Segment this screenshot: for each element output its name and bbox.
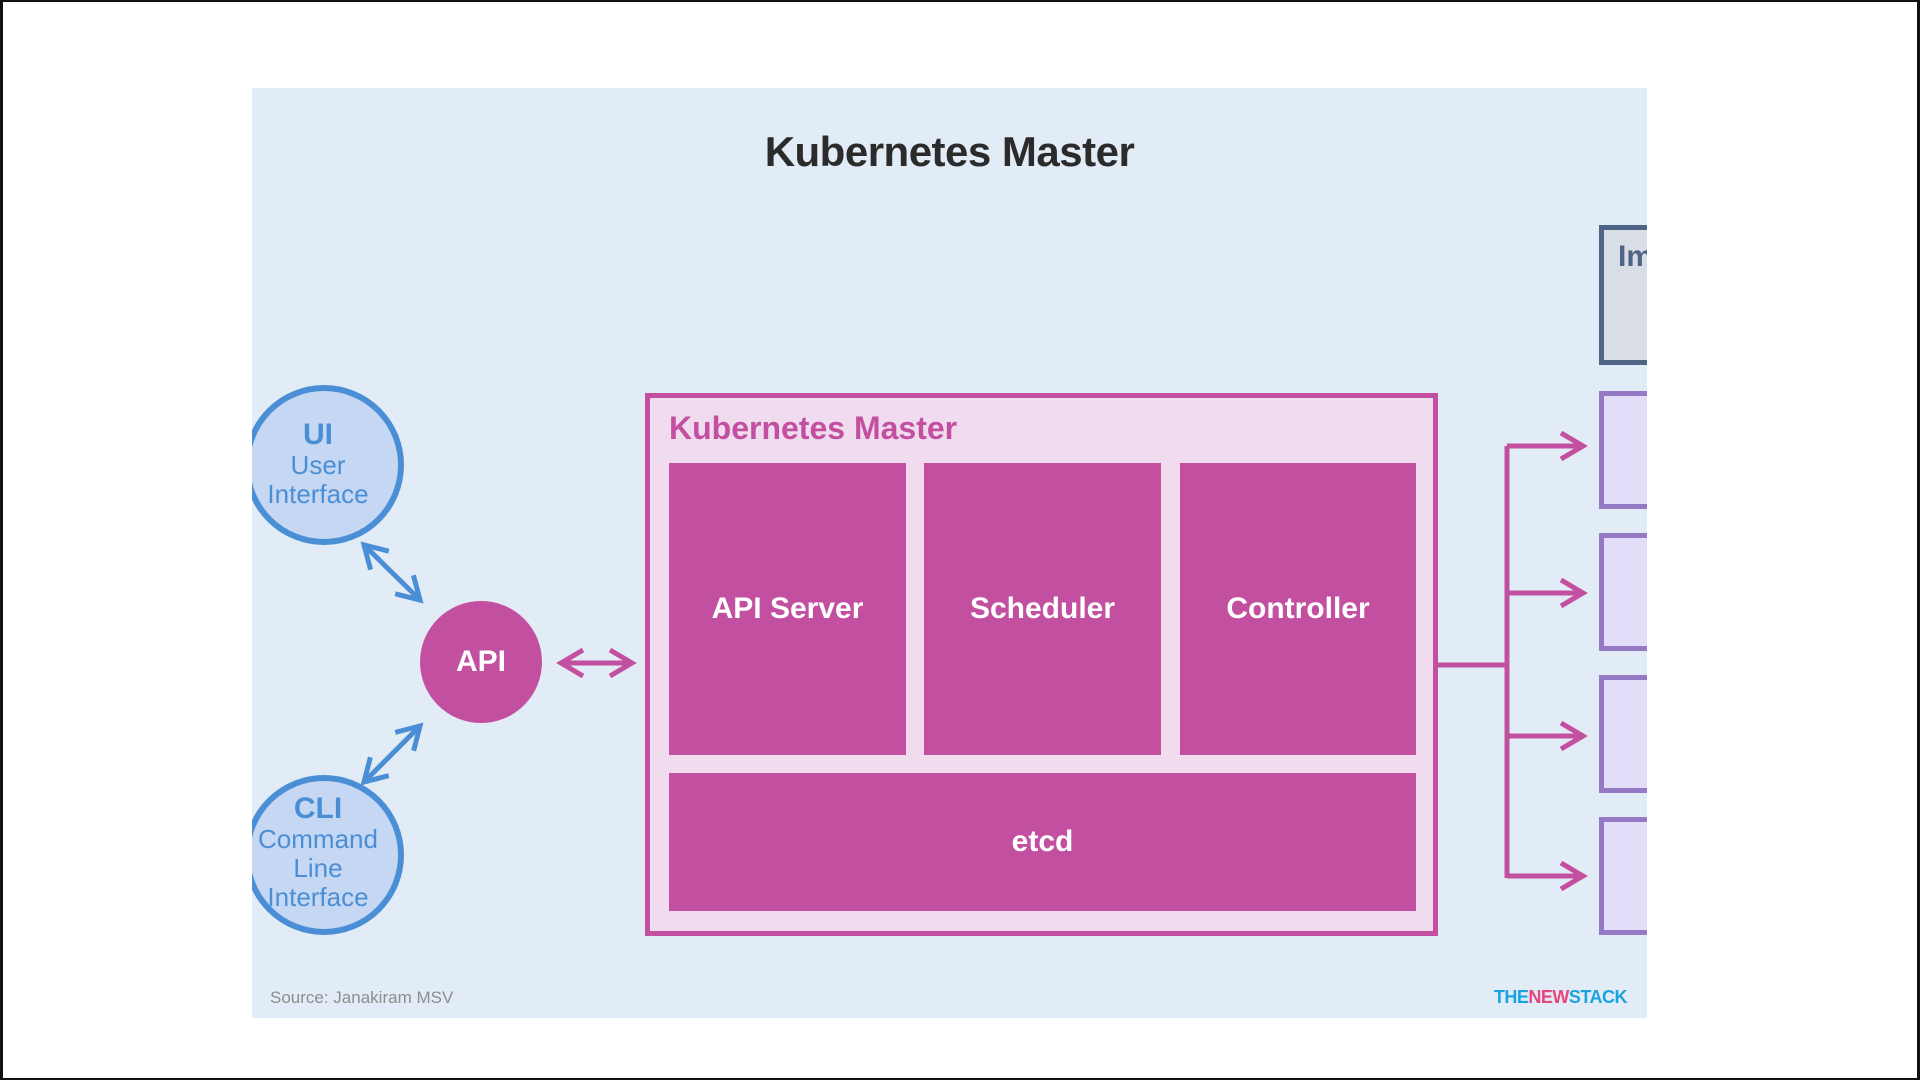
scheduler-component: Scheduler	[924, 463, 1161, 755]
cli-api-arrow	[364, 726, 420, 782]
screen-border-top	[0, 0, 1920, 2]
node-box	[1599, 675, 1647, 793]
ui-client-desc: User Interface	[267, 450, 369, 509]
brand-logo: THENEWSTACK	[1493, 987, 1628, 1008]
screen-border-bottom	[0, 1078, 1920, 1080]
controller-component: Controller	[1180, 463, 1416, 755]
screen-border-left	[0, 0, 3, 1080]
master-box-label: Kubernetes Master	[669, 410, 958, 446]
etcd-component: etcd	[669, 773, 1416, 911]
source-credit: Source: Janakiram MSV	[270, 988, 454, 1007]
cli-client-abbr: CLI	[293, 792, 343, 825]
brand-new: NEW	[1528, 987, 1569, 1007]
ui-client-abbr: UI	[303, 418, 333, 451]
slide: Kubernetes Master UI User Interface	[252, 88, 1647, 1018]
connector-layer	[252, 88, 1647, 1018]
screen-border-right	[1917, 0, 1920, 1080]
cli-client-desc: Command Line Interface	[258, 824, 378, 912]
slide-title: Kubernetes Master	[764, 128, 1135, 175]
brand-the: THE	[1493, 987, 1529, 1007]
api-node: API	[420, 601, 542, 723]
brand-stack: STACK	[1568, 987, 1628, 1007]
cli-client-circle: CLI Command Line Interface	[252, 775, 404, 935]
node-box	[1599, 391, 1647, 509]
ui-api-arrow	[364, 545, 420, 600]
master-to-nodes-connector	[1438, 446, 1583, 878]
node-box	[1599, 817, 1647, 935]
ui-client-circle: UI User Interface	[252, 385, 404, 545]
kubernetes-master-box: Kubernetes Master API Server Scheduler C…	[645, 393, 1438, 936]
node-box	[1599, 533, 1647, 651]
image-box-label: Im	[1618, 240, 1647, 273]
image-registry-box: Im	[1599, 225, 1647, 365]
api-server-component: API Server	[669, 463, 906, 755]
